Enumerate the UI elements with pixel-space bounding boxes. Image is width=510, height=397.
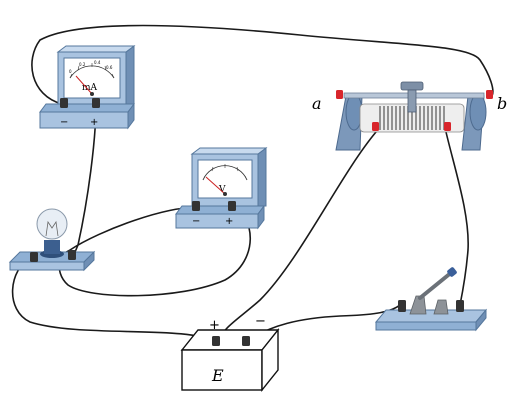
lamp-terminal-left [30,252,38,262]
voltmeter-plus-label: + [225,216,233,227]
milliammeter-scale-2: 0.4 [94,60,101,65]
battery-label: E [211,366,224,385]
battery: + − E [180,314,280,392]
battery-minus-label: − [255,314,266,329]
milliammeter-minus-label: − [60,117,68,128]
battery-terminal-plus [212,336,220,346]
rheostat-slider [400,81,424,113]
rheostat: a b [312,81,507,151]
switch-terminal-right [456,300,464,312]
wire-ammeter-to-rheostat-b [31,24,494,105]
milliammeter: 0 0.2 0.4 0.6 mA − + [39,45,136,130]
milliammeter-terminal-minus [60,98,68,108]
battery-terminal-minus [242,336,250,346]
voltmeter: V − + [175,147,268,230]
rheostat-end-b-label: b [497,94,507,113]
rheostat-terminal-a [336,90,343,99]
switch [374,267,488,332]
milliammeter-scale-1: 0.2 [79,62,86,67]
wire-rheostat-right-to-switch [445,131,469,306]
rheostat-terminal-left [372,122,379,131]
milliammeter-scale-3: 0.6 [106,65,113,70]
milliammeter-unit: mA [82,83,98,93]
wire-lamp-to-battery-plus [11,255,215,343]
voltmeter-terminal-minus [192,201,200,211]
voltmeter-terminal-plus [228,201,236,211]
lamp-terminal-right [68,250,76,260]
wire-voltmeter-to-lamp-lower [58,207,251,297]
rheostat-coil [379,106,445,130]
milliammeter-plus-label: + [90,117,98,128]
lamp-bulb [36,208,68,240]
battery-plus-label: + [209,318,220,333]
voltmeter-unit: V [218,185,226,195]
voltmeter-minus-label: − [192,216,200,227]
rheostat-terminal-b [486,90,493,99]
lamp [8,208,96,272]
switch-terminal-left [398,300,406,312]
voltmeter-needle [205,176,226,195]
rheostat-terminal-right [444,122,451,131]
milliammeter-scale-0: 0 [69,69,72,74]
milliammeter-terminal-plus [92,98,100,108]
switch-lever [418,270,454,300]
rheostat-end-a-label: a [312,94,322,113]
milliammeter-needle [75,75,93,95]
wire-rheostat-left-to-battery [217,131,377,343]
